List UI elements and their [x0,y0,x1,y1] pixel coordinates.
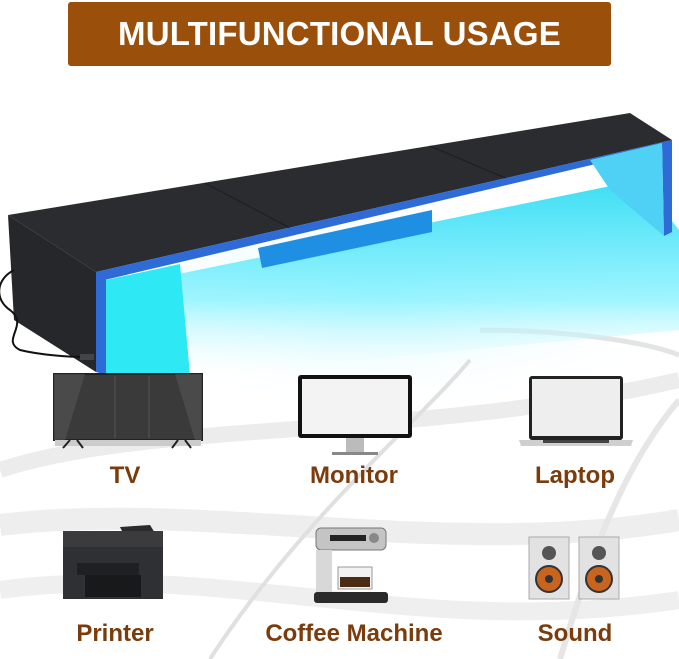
monitor-stand-image [0,113,679,380]
usage-item-printer [15,525,215,605]
usage-item-laptop [473,372,673,452]
usage-label-sound: Sound [537,620,613,647]
usage-label-monitor: Monitor [310,462,398,489]
usage-label-laptop: Laptop [535,462,615,489]
usage-label-coffee-machine: Coffee Machine [265,620,443,647]
title-banner: MULTIFUNCTIONAL USAGE [68,2,611,66]
speakers-icon [528,536,620,600]
usage-item-coffee-machine [252,525,452,605]
tv-icon [53,373,203,449]
printer-icon [63,525,163,599]
usage-label-printer: Printer [76,620,154,647]
usage-label-tv: TV [109,462,141,489]
usage-item-sound [473,525,673,605]
coffee-machine-icon [314,527,388,603]
laptop-icon [519,376,633,446]
monitor-icon [298,375,412,455]
usage-item-tv [25,372,225,452]
usage-item-monitor [254,372,454,462]
banner-title: MULTIFUNCTIONAL USAGE [118,15,561,52]
